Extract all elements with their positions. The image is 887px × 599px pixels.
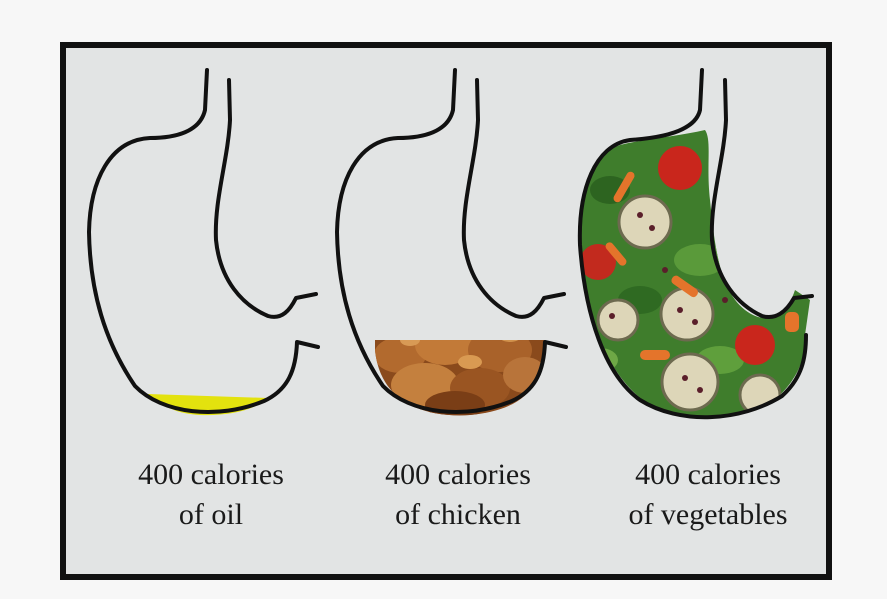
caption-vegetables-line2: of vegetables — [583, 495, 833, 535]
caption-vegetables: 400 calories of vegetables — [583, 455, 833, 535]
caption-chicken-line1: 400 calories — [333, 455, 583, 495]
fried-chicken-icon — [370, 325, 550, 425]
stomach-oil — [89, 70, 318, 415]
caption-chicken-line2: of chicken — [333, 495, 583, 535]
caption-oil-line1: 400 calories — [86, 455, 336, 495]
caption-oil: 400 calories of oil — [86, 455, 336, 535]
caption-vegetables-line1: 400 calories — [583, 455, 833, 495]
stomach-chicken — [337, 70, 566, 425]
caption-chicken: 400 calories of chicken — [333, 455, 583, 535]
vegetable-salad-icon — [575, 125, 815, 430]
stomach-outline-icon — [89, 70, 318, 412]
stomach-vegetables — [575, 70, 815, 430]
caption-oil-line2: of oil — [86, 495, 336, 535]
